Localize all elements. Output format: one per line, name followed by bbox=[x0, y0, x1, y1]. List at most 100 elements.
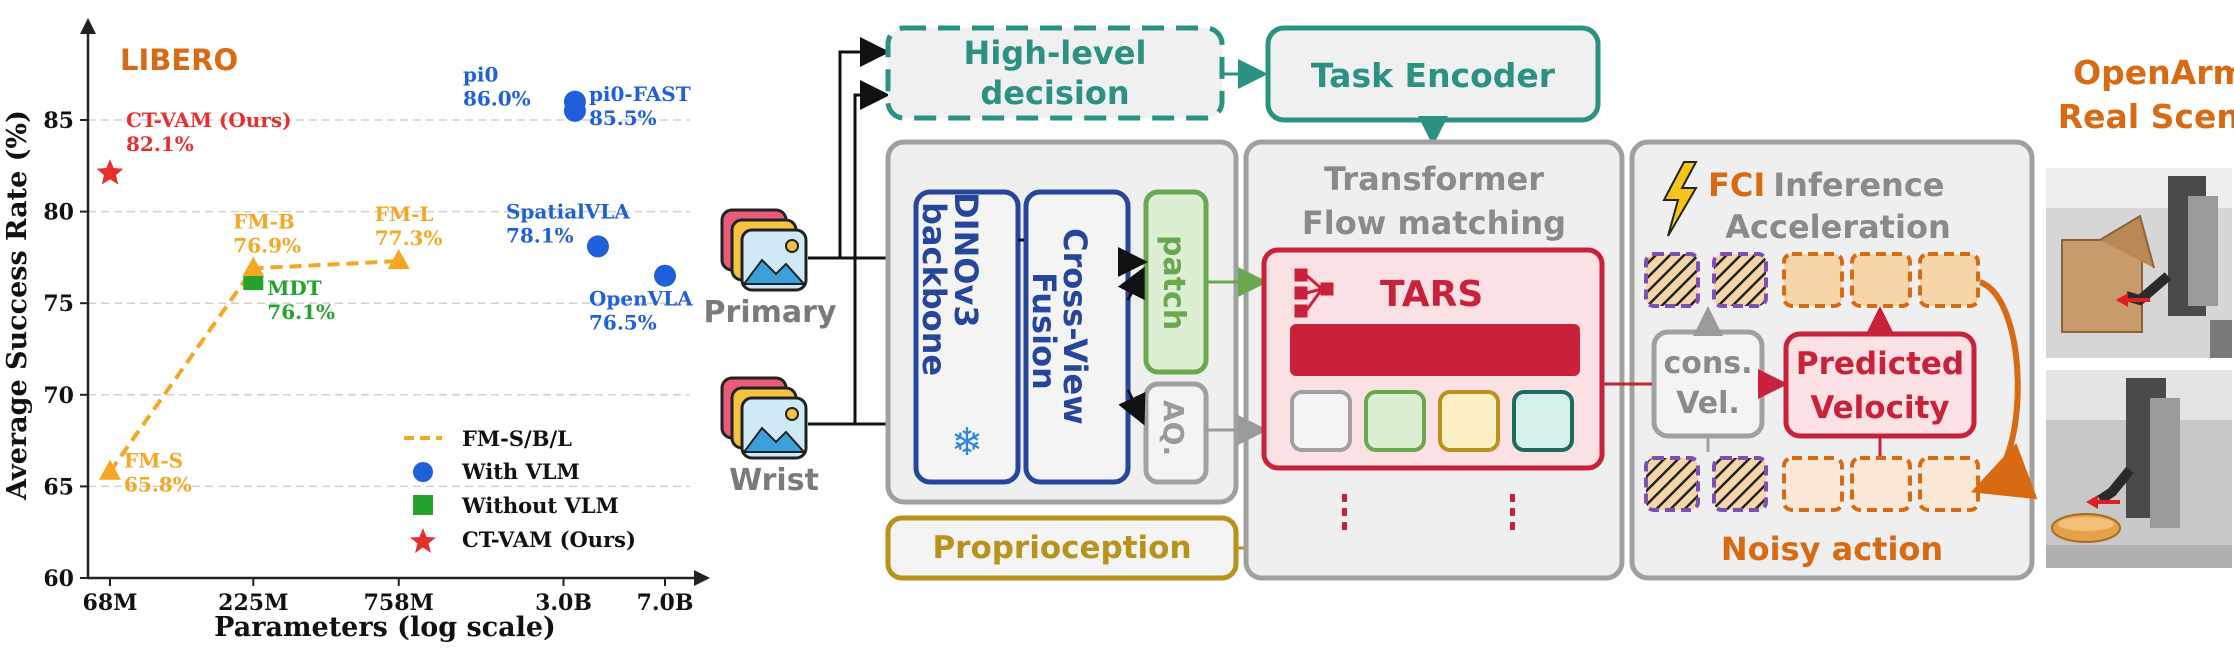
openarm-line1: OpenArm bbox=[2073, 53, 2234, 92]
legend-swatch-vlm bbox=[413, 462, 433, 482]
legend-label-fm: FM-S/B/L bbox=[462, 426, 572, 451]
tars-token-gray bbox=[1290, 390, 1352, 452]
y-axis-arrow bbox=[80, 18, 96, 34]
legend-swatch-novlm bbox=[413, 495, 433, 515]
y-tick-label: 80 bbox=[43, 200, 74, 226]
fusion-line1: Cross-View bbox=[1056, 228, 1094, 425]
fci-rest: Inference bbox=[1773, 166, 1944, 204]
fm-marker bbox=[242, 256, 265, 277]
point-value-label: 77.3% bbox=[375, 226, 443, 250]
y-tick-label: 60 bbox=[43, 566, 74, 592]
predicted-velocity-line1: Predicted bbox=[1796, 346, 1964, 382]
fci-title-line2: Acceleration bbox=[1725, 208, 1950, 246]
point-value-label: 65.8% bbox=[124, 473, 192, 497]
y-tick-label: 85 bbox=[43, 108, 74, 134]
fusion-output-arrows bbox=[1117, 247, 1148, 426]
point-name-label: MDT bbox=[267, 276, 321, 300]
primary-image-icon bbox=[720, 208, 808, 292]
point-name-label: CT-VAM (Ours) bbox=[126, 108, 292, 132]
x-axis-arrow bbox=[694, 570, 710, 586]
tars-bar bbox=[1290, 324, 1580, 376]
high-level-line1: High-level bbox=[964, 34, 1147, 72]
lightning-icon bbox=[1662, 161, 1698, 237]
vlm-marker bbox=[654, 264, 676, 287]
dinov3-backbone-box bbox=[913, 189, 1021, 485]
fm-marker bbox=[387, 249, 410, 270]
point-name-label: FM-L bbox=[375, 202, 434, 226]
dinov3-line1: DINOv3 bbox=[947, 192, 985, 328]
vlm-marker bbox=[586, 235, 609, 258]
tars-token-gold bbox=[1438, 390, 1500, 452]
openarm-line2: Real Scene bbox=[2058, 97, 2234, 136]
point-name-label: OpenVLA bbox=[589, 287, 693, 311]
patch-label: patch bbox=[1156, 235, 1191, 330]
point-value-label: 78.1% bbox=[506, 223, 574, 247]
fm-marker bbox=[99, 459, 121, 480]
y-tick-label: 65 bbox=[43, 474, 74, 500]
point-name-label: pi0-FAST bbox=[589, 82, 691, 106]
legend-label-ours: CT-VAM (Ours) bbox=[462, 527, 636, 552]
wrist-image-icon bbox=[720, 376, 808, 460]
chart-grid bbox=[88, 119, 690, 488]
cons-vel-line2: Vel. bbox=[1676, 386, 1740, 421]
x-tick-label: 225M bbox=[218, 590, 288, 616]
point-name-label: pi0 bbox=[463, 63, 499, 87]
legend-label-novlm: Without VLM bbox=[461, 493, 619, 518]
aq-label: AQ. bbox=[1157, 400, 1190, 456]
aq-box bbox=[1143, 381, 1209, 485]
point-value-label: 82.1% bbox=[126, 132, 194, 156]
predicted-velocity-line2: Velocity bbox=[1810, 390, 1949, 426]
tars-label: TARS bbox=[1380, 274, 1483, 315]
wrist-label: Wrist bbox=[729, 463, 819, 498]
cross-view-fusion-box bbox=[1023, 189, 1131, 485]
transformer-line1: Transformer bbox=[1324, 160, 1544, 198]
point-name-label: FM-B bbox=[233, 209, 295, 233]
noisy-token-row bbox=[1644, 456, 1980, 512]
transformer-line2: Flow matching bbox=[1302, 204, 1566, 242]
high-level-decision-box bbox=[885, 25, 1225, 121]
point-name-label: FM-S bbox=[124, 449, 183, 473]
point-name-label: SpatialVLA bbox=[506, 199, 630, 223]
ours-marker bbox=[96, 159, 124, 185]
chart-legend: FM-S/B/L With VLM Without VLM CT-VAM (Ou… bbox=[404, 426, 636, 553]
task-encoder-label: Task Encoder bbox=[1311, 56, 1556, 95]
tars-token-green bbox=[1364, 390, 1426, 452]
y-axis-label: Average Success Rate (%) bbox=[2, 110, 33, 501]
robot-scene-photo-bottom bbox=[2046, 370, 2232, 568]
tars-ellipsis-dots bbox=[1342, 494, 1515, 530]
chart-title: LIBERO bbox=[120, 43, 238, 77]
x-axis-label: Parameters (log scale) bbox=[214, 612, 556, 643]
velocity-token-row bbox=[1644, 252, 1980, 308]
y-tick-label: 75 bbox=[43, 291, 74, 317]
x-tick-label: 68M bbox=[83, 590, 138, 616]
noisy-action-label: Noisy action bbox=[1721, 530, 1943, 568]
snowflake-icon: ❄ bbox=[951, 420, 983, 464]
legend-label-vlm: With VLM bbox=[461, 459, 580, 484]
x-tick-label: 7.0B bbox=[637, 590, 694, 616]
fusion-line2: Fusion bbox=[1025, 272, 1063, 390]
architecture-diagram: Primary Wrist High-level decision Task E… bbox=[704, 25, 2234, 581]
x-tick-label: 3.0B bbox=[535, 590, 592, 616]
loop-arrow bbox=[1970, 279, 2038, 500]
novlm-marker bbox=[243, 276, 264, 291]
point-value-label: 76.5% bbox=[589, 311, 657, 335]
vlm-marker bbox=[563, 99, 586, 122]
y-tick-label: 70 bbox=[43, 383, 74, 409]
point-value-label: 76.1% bbox=[267, 300, 335, 324]
robot-scene-photo-top bbox=[2046, 168, 2232, 358]
primary-label: Primary bbox=[704, 295, 837, 330]
point-value-label: 76.9% bbox=[233, 233, 301, 257]
high-level-line2: decision bbox=[980, 74, 1129, 112]
tars-token-teal bbox=[1512, 390, 1574, 452]
proprioception-label: Proprioception bbox=[932, 530, 1191, 566]
point-value-label: 86.0% bbox=[463, 87, 531, 111]
point-value-label: 85.5% bbox=[589, 106, 657, 130]
cons-vel-line1: cons. bbox=[1663, 346, 1752, 381]
dinov3-line2: backbone bbox=[915, 202, 953, 376]
tars-network-icon bbox=[1294, 268, 1334, 318]
fci-highlight: FCI bbox=[1708, 166, 1765, 204]
